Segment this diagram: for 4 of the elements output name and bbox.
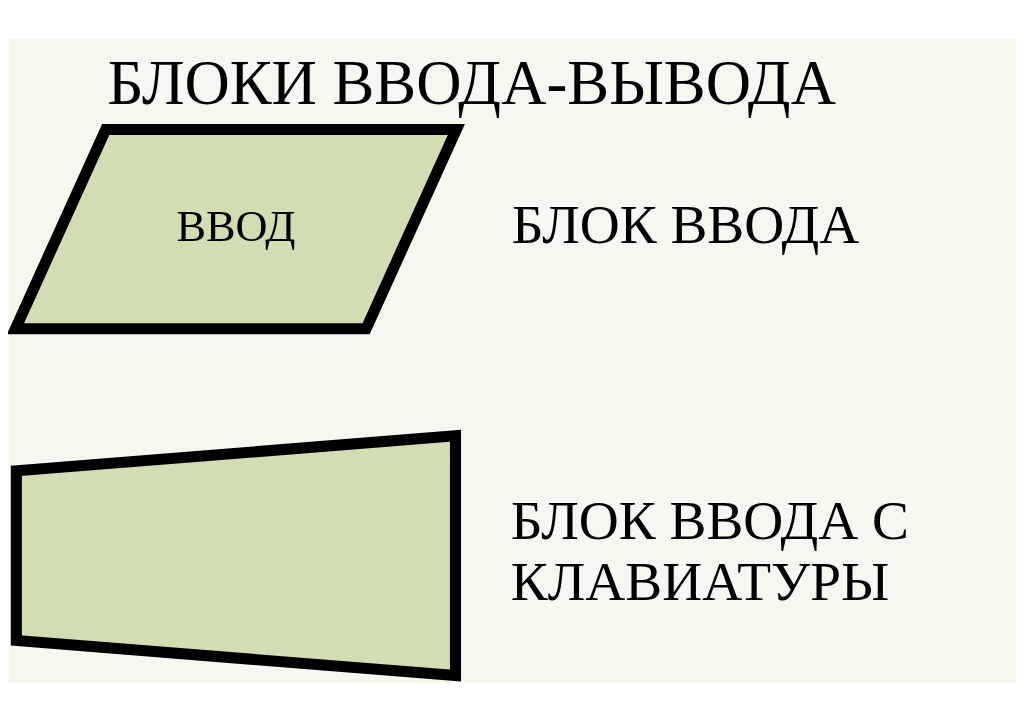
node-label: БЛОК ВВОДА С КЛАВИАТУРЫ [510,489,910,612]
node-label: БЛОК ВВОДА [511,193,860,255]
node-trapezoid [10,429,462,682]
diagram-title: БЛОКИ ВВОДА-ВЫВОДА [107,47,836,118]
